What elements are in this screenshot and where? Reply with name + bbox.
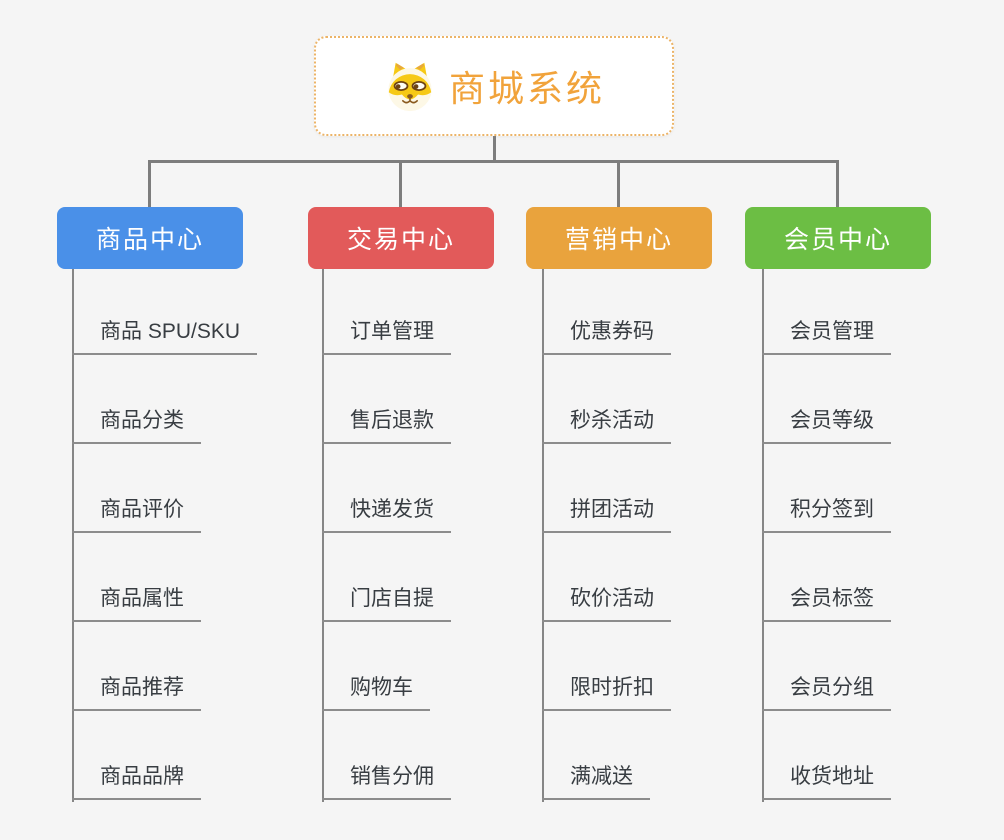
leaf-node[interactable]: 商品分类 <box>72 406 201 444</box>
root-title: 商城系统 <box>448 68 605 109</box>
leaf-node[interactable]: 购物车 <box>322 673 430 711</box>
leaf-node[interactable]: 会员分组 <box>762 673 891 711</box>
trunk-marketing <box>542 269 544 802</box>
branch-marketing[interactable]: 营销中心 <box>526 207 712 269</box>
trunk-products <box>72 269 74 802</box>
leaf-node[interactable]: 拼团活动 <box>542 495 671 533</box>
connector-drop-trade <box>399 160 402 207</box>
leaf-node[interactable]: 优惠券码 <box>542 317 671 355</box>
leaf-node[interactable]: 订单管理 <box>322 317 451 355</box>
leaf-node[interactable]: 商品 SPU/SKU <box>72 317 258 355</box>
shiba-dog-icon <box>388 62 432 112</box>
branch-label: 交易中心 <box>346 226 455 254</box>
leaf-node[interactable]: 砍价活动 <box>542 584 671 622</box>
connector-bus <box>148 160 838 163</box>
leaf-node[interactable]: 收货地址 <box>762 762 891 800</box>
leaf-node[interactable]: 销售分佣 <box>322 762 451 800</box>
trunk-trade <box>322 269 324 802</box>
branch-label: 商品中心 <box>95 226 204 254</box>
branch-trade[interactable]: 交易中心 <box>308 207 494 269</box>
branch-members[interactable]: 会员中心 <box>745 207 931 269</box>
leaf-node[interactable]: 售后退款 <box>322 406 451 444</box>
leaf-node[interactable]: 会员标签 <box>762 584 891 622</box>
branch-label: 会员中心 <box>783 226 892 254</box>
leaf-node[interactable]: 商品推荐 <box>72 673 201 711</box>
leaf-node[interactable]: 快递发货 <box>322 495 451 533</box>
root-node[interactable]: 商城系统 <box>314 36 674 136</box>
leaf-node[interactable]: 商品属性 <box>72 584 201 622</box>
leaf-node[interactable]: 积分签到 <box>762 495 891 533</box>
leaf-node[interactable]: 商品品牌 <box>72 762 201 800</box>
leaf-node[interactable]: 限时折扣 <box>542 673 671 711</box>
trunk-members <box>762 269 764 802</box>
connector-drop-marketing <box>617 160 620 207</box>
leaf-node[interactable]: 门店自提 <box>322 584 451 622</box>
leaf-node[interactable]: 商品评价 <box>72 495 201 533</box>
leaf-node[interactable]: 会员等级 <box>762 406 891 444</box>
leaf-node[interactable]: 秒杀活动 <box>542 406 671 444</box>
connector-drop-products <box>148 160 151 207</box>
branch-products[interactable]: 商品中心 <box>57 207 243 269</box>
connector-root-stem <box>493 136 496 162</box>
branch-label: 营销中心 <box>564 226 673 254</box>
leaf-node[interactable]: 满减送 <box>542 762 650 800</box>
leaf-node[interactable]: 会员管理 <box>762 317 891 355</box>
connector-drop-members <box>836 160 839 207</box>
